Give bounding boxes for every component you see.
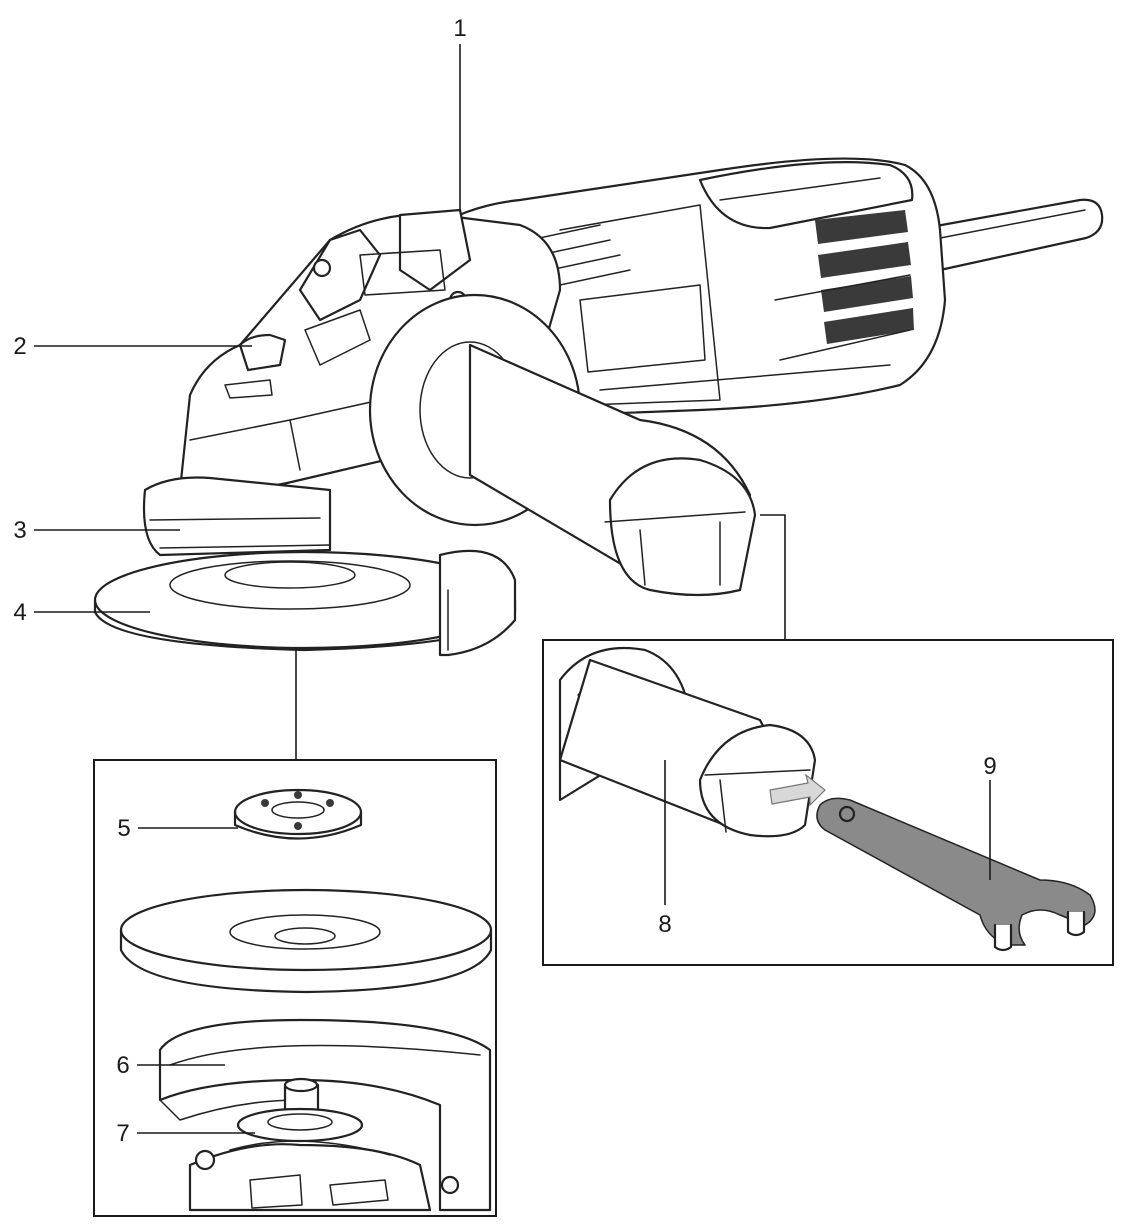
- callout-3: 3: [13, 517, 26, 544]
- callout-8: 8: [658, 911, 671, 938]
- callout-leaders: [34, 44, 991, 1134]
- callout-6: 6: [116, 1052, 129, 1079]
- wrench-storage-detail: [542, 514, 1114, 966]
- spindle-assembly: [188, 1077, 460, 1212]
- insert-arrow: [769, 773, 826, 807]
- power-cord: [923, 198, 1104, 272]
- handle-closeup: [558, 646, 817, 838]
- callout-7: 7: [116, 1120, 129, 1147]
- side-handle: [368, 293, 757, 597]
- callout-1: 1: [453, 15, 466, 42]
- callout-2: 2: [13, 333, 26, 360]
- callout-labels: 1 2 3 4 5 6 7 8 9: [13, 15, 996, 1147]
- disc-assembly-detail: [93, 650, 497, 1217]
- spanner-wrench: [816, 797, 1096, 952]
- grinding-disc: [119, 888, 493, 994]
- callout-5: 5: [117, 815, 130, 842]
- guard-and-disc: [93, 476, 517, 657]
- flange-nut: [233, 788, 363, 840]
- callout-9: 9: [983, 753, 996, 780]
- callout-4: 4: [13, 599, 26, 626]
- angle-grinder-illustration: [93, 157, 1104, 657]
- air-vents: [774, 210, 914, 361]
